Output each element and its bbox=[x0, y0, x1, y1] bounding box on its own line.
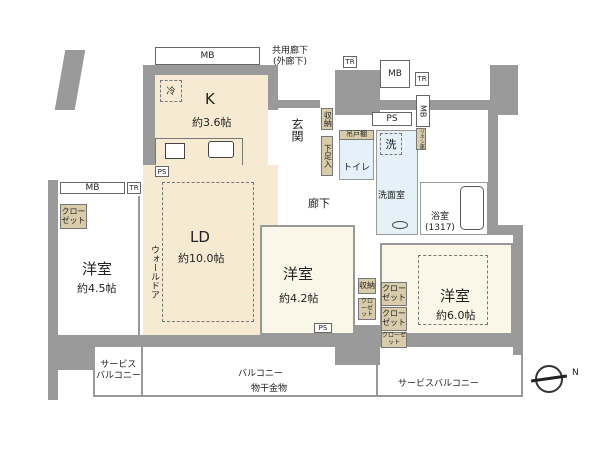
pipe-space: PS bbox=[314, 323, 332, 333]
entrance-label: 玄関 bbox=[290, 118, 304, 142]
mb-label: MB bbox=[418, 104, 428, 118]
bathroom-size: (1317) bbox=[425, 223, 455, 233]
balcony-label: バルコニー bbox=[238, 369, 283, 379]
service-balcony-line1: サービス bbox=[100, 360, 137, 370]
ld-name: LD bbox=[190, 228, 210, 246]
common-corridor-text: 共用廊下 bbox=[272, 46, 309, 56]
wall-column bbox=[335, 70, 380, 115]
closet[interactable]: クローゼット bbox=[358, 298, 376, 320]
trunk-room: TR bbox=[415, 72, 429, 86]
linen-storage[interactable]: リネン庫 bbox=[416, 128, 426, 150]
meter-box: MB bbox=[155, 47, 260, 65]
meter-box: MB bbox=[416, 95, 430, 127]
balcony bbox=[143, 347, 378, 397]
hanging-cabinet: 吊戸棚 bbox=[339, 130, 374, 140]
north-label: N bbox=[572, 368, 579, 378]
closet[interactable]: クローゼット bbox=[381, 307, 407, 331]
western-room-1-name: 洋室 bbox=[82, 260, 113, 278]
wall bbox=[513, 225, 523, 355]
storage[interactable]: 収納 bbox=[358, 278, 376, 294]
fridge-space: 冷 bbox=[160, 80, 182, 102]
room-outline bbox=[418, 255, 488, 325]
bathtub-icon bbox=[460, 186, 484, 230]
closet[interactable]: クローゼット bbox=[381, 332, 407, 348]
western-room-2 bbox=[260, 225, 355, 335]
wall bbox=[278, 100, 320, 108]
wall-column bbox=[54, 50, 86, 110]
meter-box: MB bbox=[380, 60, 410, 88]
wall bbox=[380, 100, 490, 110]
shoe-cabinet-label: 下足入 bbox=[323, 144, 333, 168]
service-balcony-line2: バルコニー bbox=[96, 371, 141, 381]
closet[interactable]: クローゼット bbox=[381, 282, 407, 306]
wall bbox=[143, 65, 155, 180]
washer-space: 洗 bbox=[380, 133, 402, 155]
service-balcony-left-label: サービスバルコニー bbox=[96, 360, 141, 382]
western-room-2-name: 洋室 bbox=[283, 265, 314, 283]
kitchen-size: 約3.6帖 bbox=[192, 116, 232, 129]
wall bbox=[95, 335, 523, 347]
compass-needle bbox=[530, 374, 568, 383]
ld-outline bbox=[162, 182, 254, 322]
service-balcony-right bbox=[378, 347, 523, 397]
ps-label: PS bbox=[318, 324, 328, 332]
wall bbox=[48, 180, 58, 400]
western-room-2-size: 約4.2帖 bbox=[279, 292, 319, 305]
closet-label: クローゼット bbox=[382, 332, 407, 346]
meter-box: MB bbox=[60, 182, 125, 194]
outer-corridor-text: (外廊下) bbox=[272, 57, 308, 67]
ps-label: PS bbox=[157, 167, 167, 176]
stove-icon bbox=[165, 143, 185, 159]
wash-basin-icon bbox=[392, 221, 408, 229]
bathroom-label: 浴室(1317) bbox=[425, 212, 455, 234]
storage[interactable]: 収納 bbox=[321, 108, 333, 130]
trunk-room: TR bbox=[127, 182, 141, 194]
western-room-3-size: 約6.0帖 bbox=[436, 309, 476, 322]
pipe-space: PS bbox=[372, 112, 412, 126]
mb-label: MB bbox=[388, 69, 402, 79]
service-balcony-right-label: サービスバルコニー bbox=[398, 379, 479, 389]
wall-door-label[interactable]: ウォールドア bbox=[149, 245, 159, 299]
wall-column bbox=[490, 65, 518, 115]
service-balcony-left bbox=[93, 347, 143, 397]
sink-icon bbox=[208, 141, 234, 158]
storage-label: 収納 bbox=[359, 280, 375, 290]
washer-label: 洗 bbox=[385, 138, 397, 151]
ps-label: PS bbox=[386, 114, 398, 124]
western-room-1-size: 約4.5帖 bbox=[77, 282, 117, 295]
tr-label: TR bbox=[417, 75, 427, 83]
closet-label: クローゼット bbox=[382, 309, 406, 327]
ld-size: 約10.0帖 bbox=[178, 252, 225, 265]
washroom bbox=[376, 130, 418, 235]
storage-label: 収納 bbox=[323, 111, 333, 127]
common-corridor-label: 共用廊下(外廊下) bbox=[272, 46, 308, 68]
closet-label: クローゼット bbox=[382, 284, 406, 302]
hanging-cabinet-label: 吊戸棚 bbox=[346, 130, 367, 139]
compass-icon bbox=[530, 365, 568, 393]
wall bbox=[268, 65, 278, 110]
tr-label: TR bbox=[345, 58, 355, 66]
mb-label: MB bbox=[200, 51, 215, 61]
closet-label: クローゼット bbox=[360, 298, 373, 319]
western-room-3-name: 洋室 bbox=[440, 287, 471, 305]
fridge-label: 冷 bbox=[166, 87, 176, 97]
pipe-space: PS bbox=[155, 166, 169, 177]
shoe-cabinet[interactable]: 下足入 bbox=[321, 136, 333, 176]
tr-label: TR bbox=[129, 184, 139, 192]
trunk-room: TR bbox=[343, 56, 357, 68]
closet-label: クローゼット bbox=[61, 206, 86, 225]
washroom-label: 洗面室 bbox=[378, 191, 406, 201]
mb-label: MB bbox=[85, 183, 100, 193]
corridor-label: 廊下 bbox=[308, 197, 330, 210]
bathroom bbox=[420, 182, 488, 235]
wall bbox=[488, 225, 518, 235]
closet[interactable]: クローゼット bbox=[60, 204, 87, 229]
kitchen-name: K bbox=[205, 90, 215, 108]
drying-hardware-label: 物干金物 bbox=[251, 384, 288, 394]
bathroom-name: 浴室 bbox=[430, 212, 449, 222]
toilet-label: トイレ bbox=[343, 163, 371, 173]
linen-label: リネン庫 bbox=[418, 129, 425, 149]
wall bbox=[143, 65, 278, 75]
wall bbox=[488, 100, 498, 235]
